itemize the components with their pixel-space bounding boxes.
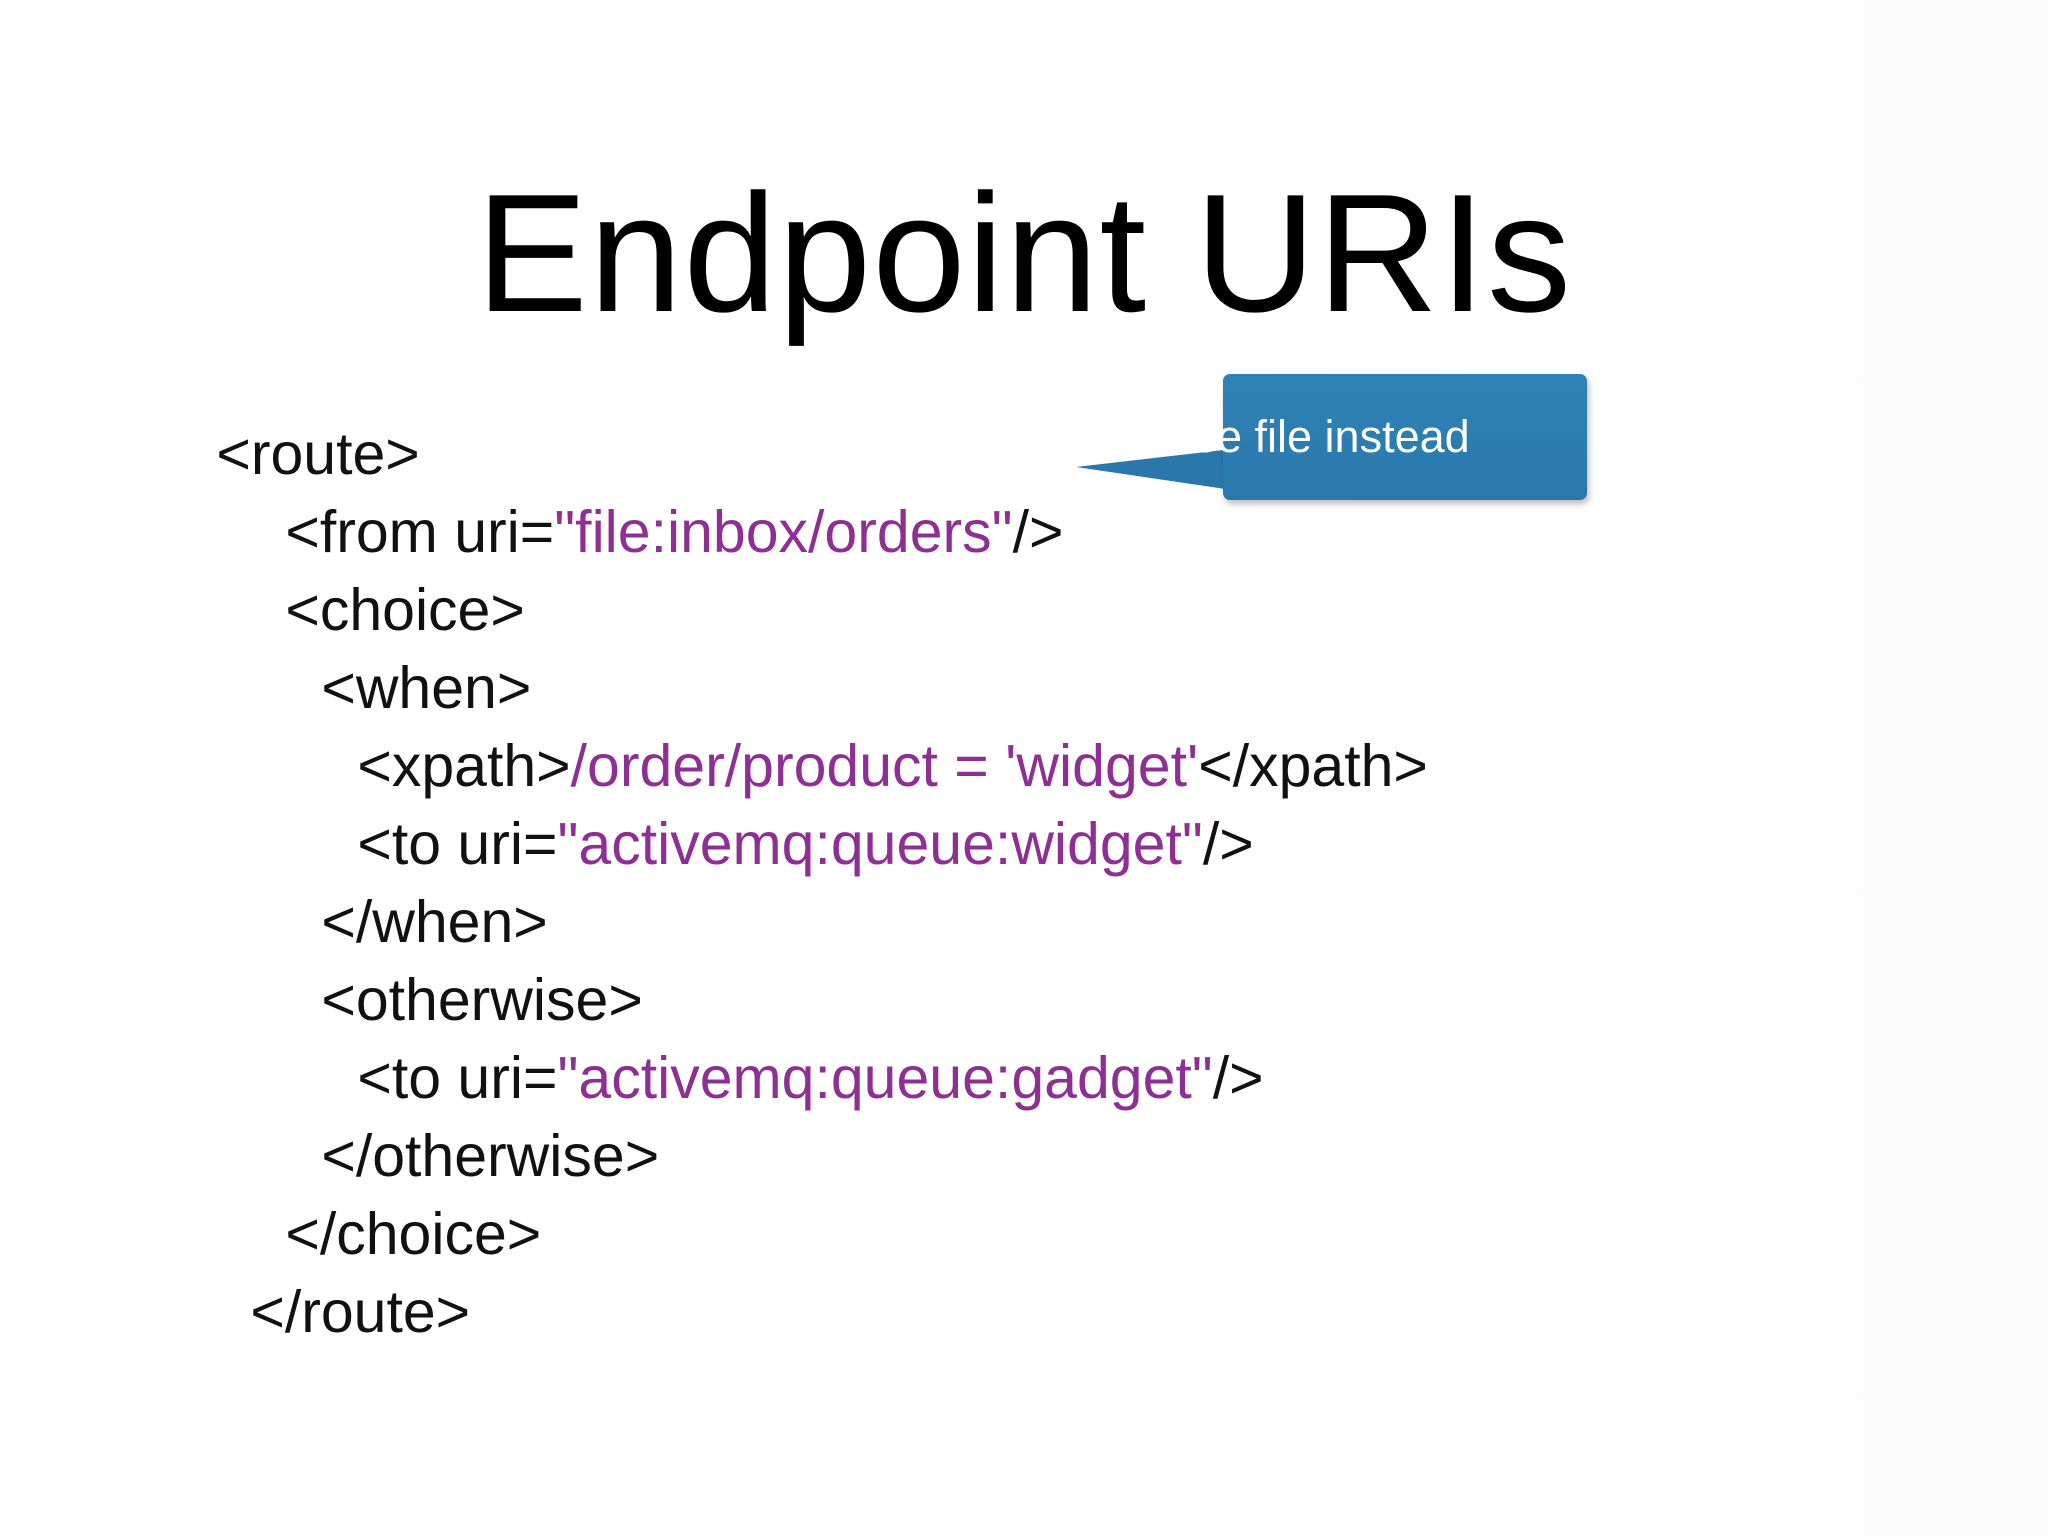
code-token: </xpath> (1198, 733, 1428, 799)
code-line: <route> (118, 349, 420, 559)
code-token: <from uri= (285, 499, 555, 565)
callout-box (1223, 374, 1587, 500)
code-string: /order/product = 'widget' (570, 733, 1199, 799)
code-token: </otherwise> (321, 1123, 660, 1189)
code-line: <to uri="activemq:queue:widget"/> (259, 739, 1254, 949)
callout-text: Use file instead (1162, 411, 1470, 462)
code-token: /> (1012, 499, 1064, 565)
code-string: "activemq:queue:gadget" (557, 1045, 1213, 1111)
code-token: </when> (321, 889, 548, 955)
code-line: </when> (223, 817, 548, 1027)
code-line: <choice> (187, 505, 525, 715)
code-string: "file:inbox/orders" (554, 499, 1013, 565)
code-line: <from uri="file:inbox/orders"/> (187, 427, 1063, 637)
code-token: </route> (250, 1279, 471, 1345)
code-string: "activemq:queue:widget" (557, 811, 1203, 877)
code-line: <xpath>/order/product = 'widget'</xpath> (259, 661, 1428, 871)
code-token: <route> (216, 421, 420, 487)
code-line: </otherwise> (223, 1051, 659, 1261)
code-token: /> (1202, 811, 1254, 877)
code-line: </route> (152, 1207, 470, 1417)
code-token: <to uri= (357, 1045, 558, 1111)
code-token: <to uri= (357, 811, 558, 877)
code-line: <otherwise> (223, 895, 643, 1105)
code-line: </choice> (187, 1129, 541, 1339)
code-token: /> (1212, 1045, 1264, 1111)
code-token: <choice> (285, 577, 525, 643)
code-line: <when> (223, 583, 531, 793)
slide-title: Endpoint URIs (475, 159, 1573, 347)
code-line: <to uri="activemq:queue:gadget"/> (259, 973, 1264, 1183)
code-token: <xpath> (357, 733, 571, 799)
code-token: </choice> (285, 1201, 542, 1267)
code-token: <when> (321, 655, 532, 721)
code-token: <otherwise> (321, 967, 643, 1033)
